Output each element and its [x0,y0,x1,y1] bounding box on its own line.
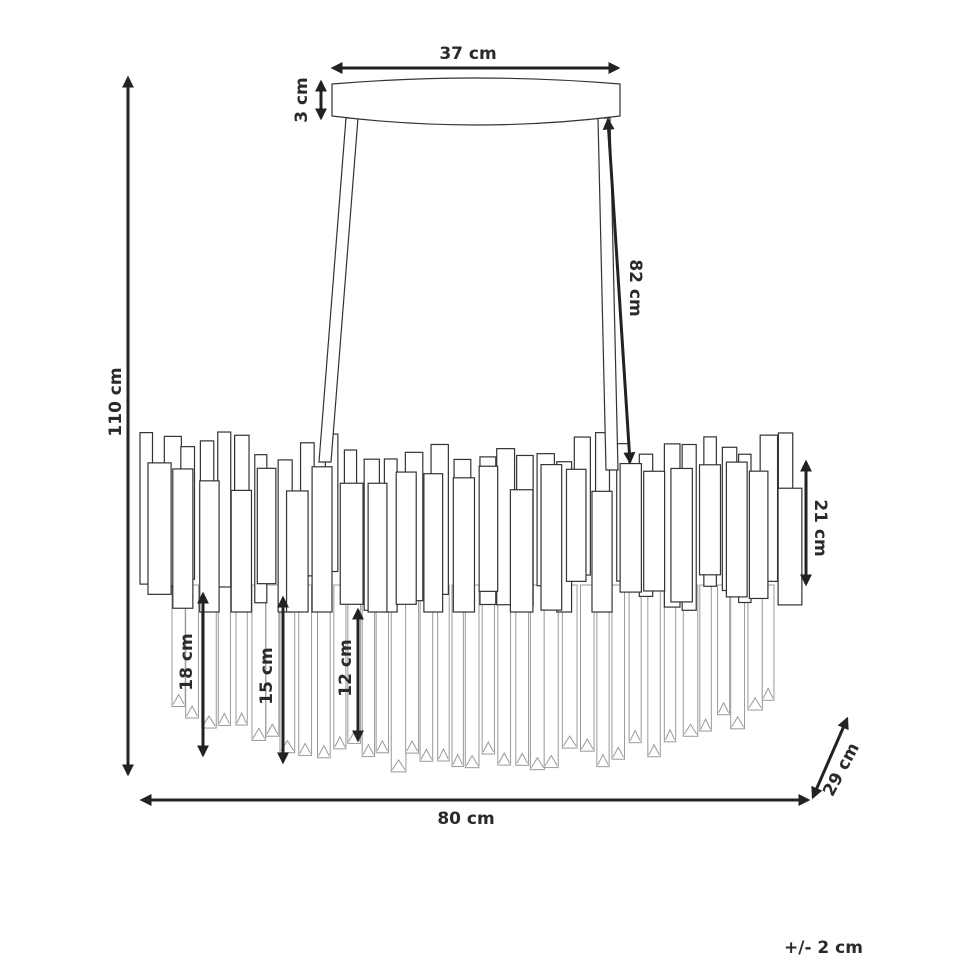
crystal-ring [139,431,803,613]
crystal-prism [619,462,642,593]
crystal-drop [497,584,512,766]
crystal-prism [452,477,476,613]
dim-drop-short-label: 12 cm [336,639,356,696]
crystal-prism [698,464,722,576]
crystal-prism [643,470,666,592]
crystal-prism [256,467,277,585]
ceiling-canopy [331,77,621,126]
crystal-drop [730,584,746,730]
dim-ring-height-label: 21 cm [810,499,830,556]
crystal-prism [670,467,693,603]
crystal-drop-tip [748,697,762,709]
crystal-drop-tip [172,693,185,705]
crystal-prism [509,489,534,613]
crystal-drop [481,584,495,755]
dim-total-width-label: 80 cm [437,809,494,829]
crystal-drop-tip [731,715,744,728]
crystal-drop-tip [391,758,406,771]
crystal-prism [777,487,803,606]
crystal-drop-tip [376,739,388,752]
dim-total-height-label: 110 cm [106,367,126,436]
crystal-drop-tip [700,717,711,730]
crystal-drop-tip [762,687,774,699]
crystal-drop-tip [581,738,594,750]
crystal-prism [285,490,309,613]
crystal-drop [405,584,420,754]
dim-rod-length-arrow [602,117,636,465]
dim-drop-medium-label: 15 cm [257,647,277,704]
crystal-drop-tip [562,735,577,747]
crystal-prism [339,482,364,605]
crystal-drop [628,584,642,744]
crystal-drop [647,584,661,758]
crystal-drop-tip [482,740,494,753]
suspension-rod-left [318,117,359,463]
crystal-prism [591,490,613,613]
crystal-drop-tip [252,727,266,739]
crystal-drop [699,584,712,732]
crystal-drop-tip [236,711,247,724]
crystal-drop-tip [612,746,624,758]
crystal-drop-tip [664,728,676,741]
dim-depth-arrow [811,716,849,800]
crystal-drop [747,584,763,711]
crystal-drop-tip [498,752,510,764]
crystal-drop-tip [465,754,479,766]
crystal-prism [367,482,388,613]
crystal-drop-tip [218,712,230,724]
crystal-drop [717,584,731,716]
crystal-drop [543,584,559,769]
dim-drop-long-label: 18 cm [177,633,197,690]
crystal-prism [199,480,220,613]
crystal-prism [217,431,232,588]
crystal-drop [663,584,677,743]
crystal-prism [230,489,253,613]
crystal-drop-tip [362,743,374,755]
crystal-drop-tip [334,735,346,748]
crystal-drop [611,584,626,760]
crystal-prism [395,471,417,605]
dim-rod-length-label: 82 cm [625,259,645,316]
crystal-drop-tip [530,756,544,768]
crystal-drop [529,584,545,771]
crystal-prism [423,473,444,613]
crystal-drop-tip [452,753,463,765]
crystal-drop-tip [516,752,529,764]
crystal-drop [390,584,407,773]
crystal-drop-tip [186,704,198,717]
crystal-drop-tip [683,723,698,735]
crystal-drop-tip [648,743,660,755]
dim-canopy-height-label: 3 cm [292,77,312,123]
crystal-drop-tip [420,748,433,760]
crystal-drop-tip [266,723,279,735]
crystal-drop-tip [406,740,419,752]
crystal-drop [761,584,775,701]
crystal-drop [580,584,595,752]
dim-canopy-width-label: 37 cm [439,44,496,64]
crystal-drop [217,584,231,726]
tolerance-note: +/- 2 cm [784,938,863,958]
crystal-drop-tip [718,701,730,713]
crystal-drop-tip [299,742,311,754]
crystal-drop-tip [438,747,449,760]
crystal-prism [565,468,587,582]
crystal-prism [478,465,499,592]
crystal-prism [748,470,769,600]
crystal-drop-tip [318,744,330,757]
suspension-rod-right [597,117,619,471]
crystal-prism [172,468,194,609]
crystal-drop-tip [597,753,609,765]
crystal-drop-tip [629,729,641,741]
crystal-prism [725,461,748,598]
crystal-drop-tip [544,754,558,766]
crystal-prism [147,462,172,595]
crystal-prism [540,463,563,611]
crystal-prism [311,466,333,613]
